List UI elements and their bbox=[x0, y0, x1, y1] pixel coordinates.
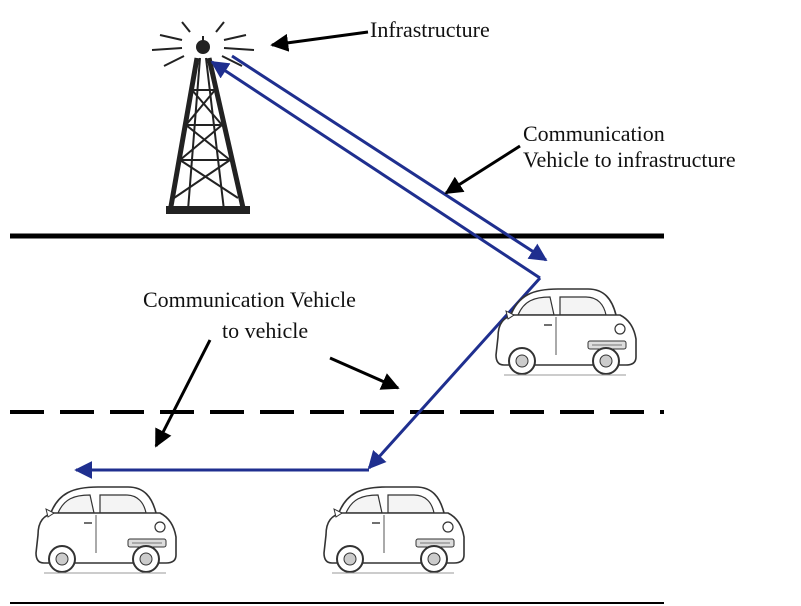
v2v-communication-link bbox=[74, 276, 542, 479]
v2v-label-line-1: Communication Vehicle bbox=[143, 287, 356, 312]
v2i-communication-link bbox=[210, 54, 548, 280]
v2v-pointer-arrow-down bbox=[154, 339, 212, 448]
v2i-label-line-1: Communication bbox=[523, 121, 665, 146]
v2i-label-line-2: Vehicle to infrastructure bbox=[523, 147, 736, 172]
infrastructure-pointer-arrow bbox=[270, 30, 369, 52]
v2i-pointer-arrow bbox=[444, 144, 521, 195]
v2v-pointer-arrow-right bbox=[329, 356, 400, 390]
infrastructure-label: Infrastructure bbox=[370, 17, 490, 42]
v2v-label-line-2: to vehicle bbox=[222, 318, 309, 343]
radio-tower-icon bbox=[151, 21, 255, 214]
car-icon bbox=[35, 486, 177, 574]
car-icon bbox=[323, 486, 465, 574]
